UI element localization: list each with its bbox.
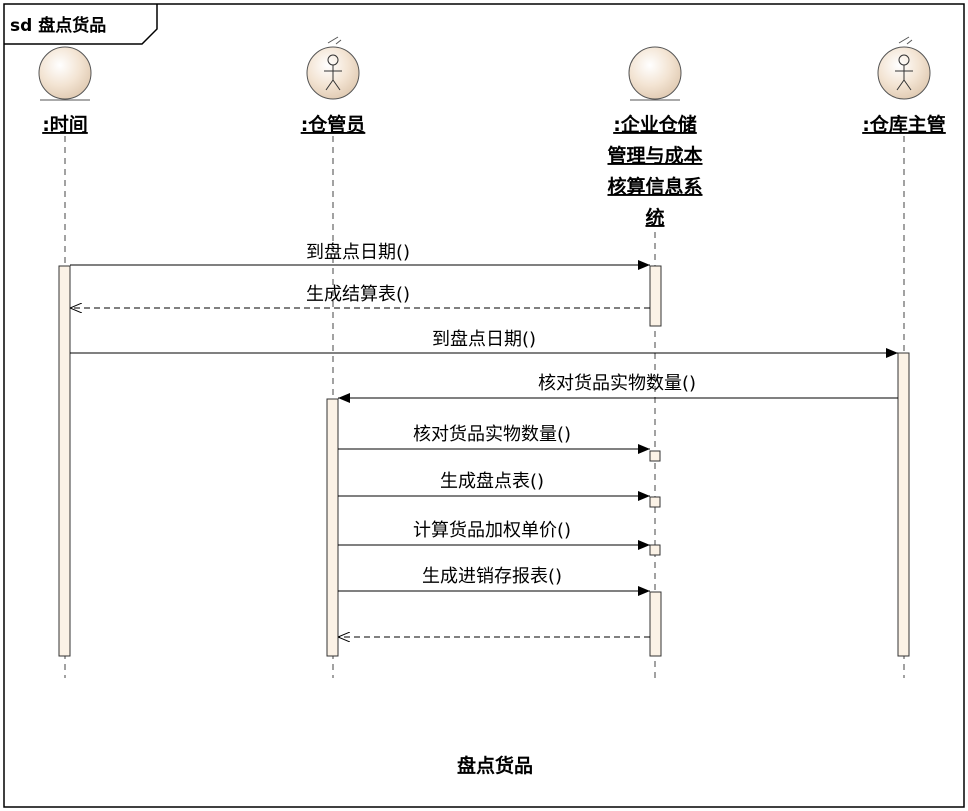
message: 生成结算表() xyxy=(70,284,650,308)
message: 计算货品加权单价() xyxy=(338,520,650,550)
message-label: 生成进销存报表() xyxy=(422,566,562,587)
message: 生成盘点表() xyxy=(338,471,650,501)
message-label: 生成盘点表() xyxy=(440,471,544,492)
activation-clerk xyxy=(326,398,339,657)
activation-system xyxy=(649,450,661,462)
message: 生成进销存报表() xyxy=(338,566,650,596)
lifeline-clerk[interactable]: :仓管员 xyxy=(301,36,366,136)
lifeline-name: :仓管员 xyxy=(301,113,366,136)
activation-manager xyxy=(897,352,910,657)
lifeline-name-line: 管理与成本 xyxy=(607,144,702,167)
lifeline-name: :仓库主管 xyxy=(862,113,946,136)
stick-figure xyxy=(324,65,342,91)
frame-label-box xyxy=(4,4,158,45)
message: 到盘点日期() xyxy=(70,242,650,270)
diagram-frame xyxy=(3,3,965,808)
message-label: 到盘点日期() xyxy=(306,242,410,263)
lifeline-manager[interactable]: :仓库主管 xyxy=(862,36,946,136)
lifeline-name-line: :企业仓储 xyxy=(613,113,697,136)
message-label: 到盘点日期() xyxy=(432,329,536,350)
lifeline-name-line: 核算信息系 xyxy=(607,175,702,198)
message-label: 核对货品实物数量() xyxy=(413,424,571,445)
lifeline-name-line: :时间 xyxy=(42,114,88,136)
message-label: 核对货品实物数量() xyxy=(538,373,696,394)
message-label: 计算货品加权单价() xyxy=(413,520,571,541)
message: 核对货品实物数量() xyxy=(338,424,650,454)
entity-icon xyxy=(38,46,92,100)
activation-system xyxy=(649,544,661,556)
lifeline-name-line: 统 xyxy=(645,206,664,229)
actor-icon-tick xyxy=(898,36,913,45)
diagram-caption: 盘点货品 xyxy=(457,754,533,777)
activation-system xyxy=(649,591,662,657)
lifeline-time[interactable]: :时间 xyxy=(38,46,92,136)
lifeline-name-line: :仓管员 xyxy=(301,113,366,136)
lifeline-name-line: :仓库主管 xyxy=(862,113,946,136)
actor-icon-tick xyxy=(327,36,342,45)
message: 核对货品实物数量() xyxy=(338,373,898,403)
message: 到盘点日期() xyxy=(70,329,898,358)
activation-time xyxy=(58,265,71,657)
message-label: 生成结算表() xyxy=(306,284,410,305)
stick-figure xyxy=(895,65,913,91)
activation-system xyxy=(649,496,661,508)
activation-system xyxy=(649,265,662,327)
entity-icon xyxy=(628,46,682,100)
frame-title: sd 盘点货品 xyxy=(10,15,106,36)
lifeline-name: :时间 xyxy=(42,114,88,136)
